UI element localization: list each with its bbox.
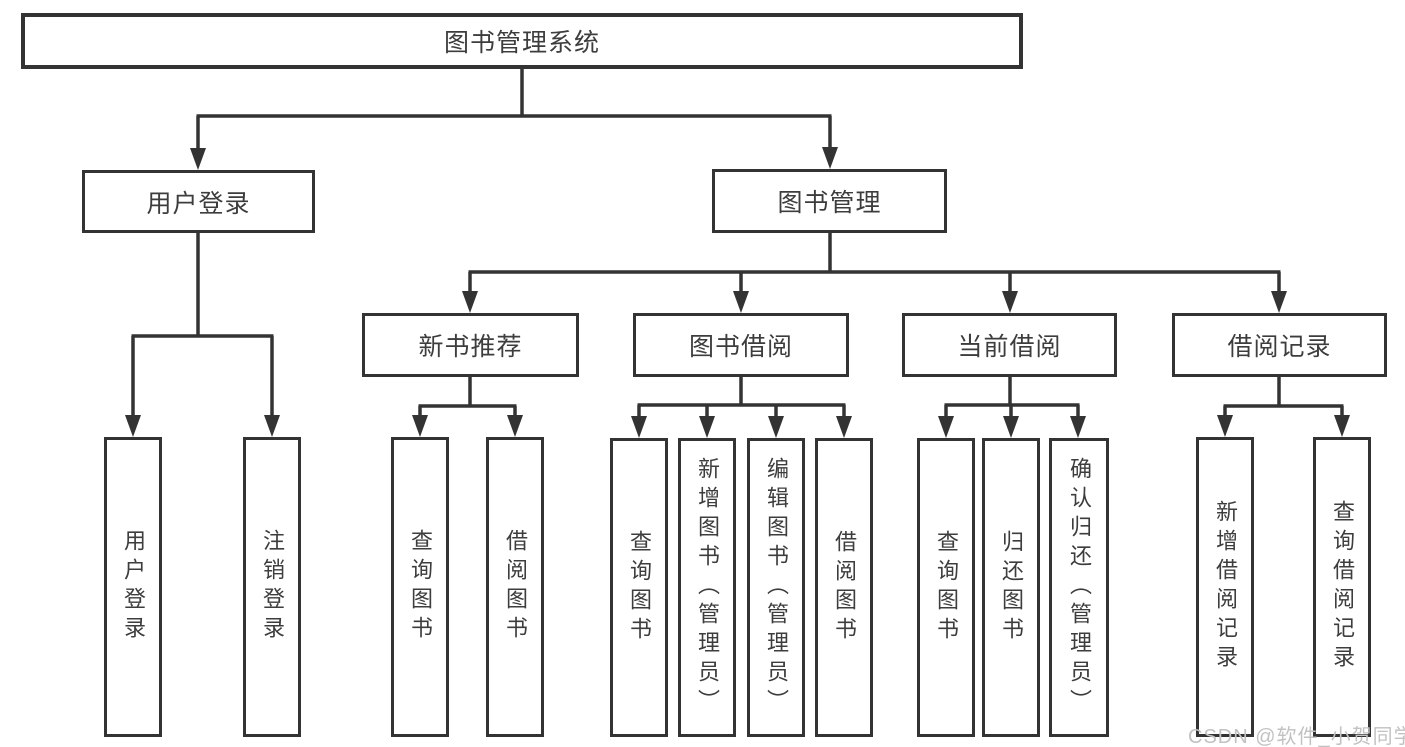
node-borrow-records: 借阅记录 [1172, 313, 1387, 377]
arrowheads [125, 147, 1350, 438]
leaf-user-login: 用户登录 [104, 437, 162, 737]
node-label: 注销登录 [260, 529, 285, 645]
node-label: 新增借阅记录 [1213, 500, 1238, 674]
node-label: 图书管理系统 [443, 29, 600, 57]
node-label: 用户登录 [121, 529, 146, 645]
node-label: 借阅记录 [1227, 333, 1332, 361]
node-root: 图书管理系统 [21, 13, 1023, 69]
node-current-borrow: 当前借阅 [902, 313, 1117, 377]
node-label: 归还图书 [999, 529, 1024, 646]
leaf-query-books-current: 查询图书 [917, 438, 975, 737]
node-label: 用户登录 [146, 189, 251, 218]
leaf-edit-books-admin: 编辑图书（管理员） [747, 438, 805, 737]
leaf-logout-login: 注销登录 [243, 437, 301, 737]
node-label: 新增图书（管理员） [695, 457, 720, 718]
node-user-login: 用户登录 [82, 170, 315, 233]
node-book-management: 图书管理 [712, 169, 947, 233]
node-label: 图书管理 [777, 189, 882, 217]
node-book-borrow: 图书借阅 [633, 313, 849, 377]
leaf-borrow-books: 借阅图书 [815, 438, 873, 737]
node-label: 查询借阅记录 [1330, 500, 1355, 674]
node-label: 编辑图书（管理员） [764, 457, 789, 718]
leaf-query-books-borrow: 查询图书 [610, 438, 668, 737]
node-label: 查询图书 [934, 529, 959, 646]
leaf-query-books-recommend: 查询图书 [391, 437, 449, 737]
node-new-book-recommend: 新书推荐 [362, 313, 579, 377]
leaf-add-books-admin: 新增图书（管理员） [678, 438, 736, 737]
node-label: 查询图书 [627, 529, 652, 646]
leaf-confirm-return-admin: 确认归还（管理员） [1049, 438, 1109, 737]
leaf-return-books: 归还图书 [982, 438, 1040, 737]
node-label: 图书借阅 [688, 333, 793, 361]
watermark: CSDN @软件_小贺同学 [1188, 726, 1405, 747]
node-label: 查询图书 [408, 529, 433, 645]
leaf-add-borrow-record: 新增借阅记录 [1196, 437, 1254, 737]
node-label: 当前借阅 [957, 333, 1062, 361]
node-label: 借阅图书 [832, 529, 857, 646]
leaf-query-borrow-record: 查询借阅记录 [1313, 437, 1371, 737]
node-label: 确认归还（管理员） [1067, 457, 1092, 718]
node-label: 新书推荐 [418, 333, 523, 361]
node-label: 借阅图书 [503, 529, 528, 645]
leaf-borrow-books-recommend: 借阅图书 [486, 437, 544, 737]
